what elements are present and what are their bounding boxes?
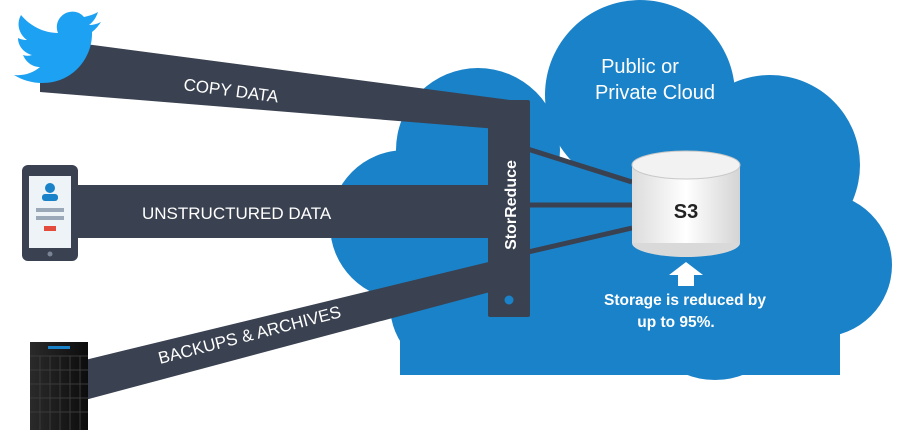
appliance-connection-lines xyxy=(514,142,633,258)
storreduce-label: StorReduce xyxy=(503,160,520,250)
storreduce-appliance xyxy=(488,100,530,317)
up-arrow-icon xyxy=(669,262,703,286)
s3-label: S3 xyxy=(674,201,698,223)
s3-storage-cylinder xyxy=(631,150,741,257)
cloud-title-line2: Private Cloud xyxy=(595,82,715,104)
tablet-profile-icon xyxy=(22,165,78,261)
storage-note-line2: up to 95%. xyxy=(637,314,715,331)
copy-data-stream xyxy=(40,38,510,130)
unstructured-data-label: UNSTRUCTURED DATA xyxy=(142,204,332,223)
appliance-status-light xyxy=(504,295,514,305)
cloud-title-line1: Public or xyxy=(601,56,679,78)
twitter-bird-icon xyxy=(14,11,101,83)
storage-note-line1: Storage is reduced by xyxy=(604,292,766,309)
backups-archives-stream xyxy=(85,258,505,400)
server-rack-icon xyxy=(30,342,88,430)
unstructured-data-stream xyxy=(68,185,505,238)
